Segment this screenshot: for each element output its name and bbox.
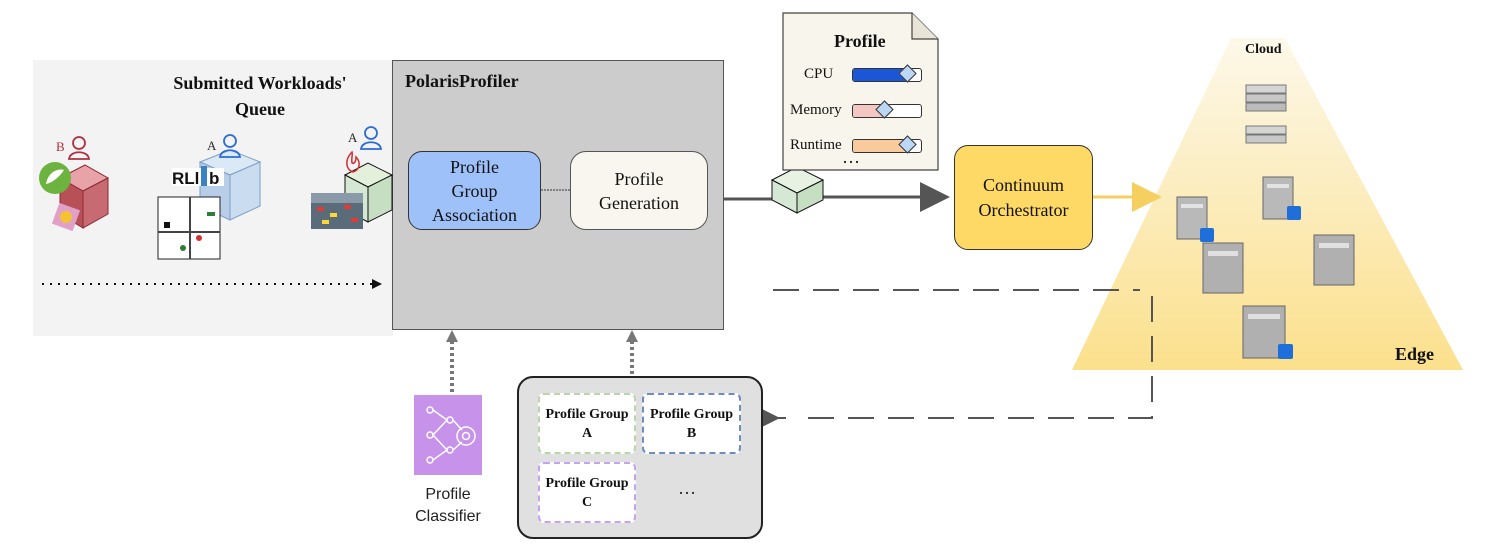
profile-group-b: Profile Group B [642,393,741,454]
generation-line-1: Profile [614,168,664,189]
association-line-2: Group [451,180,498,201]
person-icon [67,136,91,160]
edge-server-3 [1202,242,1244,294]
generation-line-2: Generation [599,192,679,213]
runtime-bar-fill [853,140,907,152]
association-line-1: Profile [450,156,499,177]
orchestrator-line-1: Continuum [982,174,1064,195]
group-c-line2: C [581,494,593,510]
profile-generation-box: Profile Generation [570,151,708,230]
queue-title: Submitted Workloads' Queue [140,70,380,122]
neural-network-gear-icon [414,395,482,475]
group-b-line1: Profile Group [649,406,734,422]
runtime-label: Runtime [790,137,842,153]
group-b-line2: B [686,425,697,441]
orchestrator-line-2: Orchestrator [978,199,1069,220]
classifier-arrow-head [446,330,458,342]
group-a-line1: Profile Group [545,406,629,422]
profile-group-c: Profile Group C [538,462,636,523]
group-a-line2: A [581,425,593,441]
profiled-workload-cube [770,166,825,214]
profile-document [782,12,939,171]
edge-server-1 [1176,196,1214,242]
cloud-server-rack-1 [1245,84,1287,112]
queue-arrow-head [372,279,382,289]
profile-group-a: Profile Group A [538,393,636,454]
queue-title-line2: Queue [234,99,285,119]
continuum-orchestrator-box: Continuum Orchestrator [954,145,1093,250]
profile-doc-title: Profile [834,31,886,51]
profile-doc-ellipsis: … [842,147,860,167]
flame-icon [346,150,360,173]
profile-group-association-box: Profile Group Association [408,151,541,230]
feedback-line-return [795,296,1153,419]
person-icon [359,126,383,150]
cloud-label: Cloud [1245,42,1282,57]
edge-server-4 [1313,234,1355,286]
association-line-3: Association [432,204,517,225]
user-a-label-2: A [348,130,358,145]
queue-title-line1: Submitted Workloads' [173,73,347,93]
profile-classifier-label: Profile Classifier [398,484,498,528]
person-icon [218,134,242,158]
rllib-logo: RLl b [172,166,224,188]
cpu-label: CPU [804,66,834,82]
edge-label: Edge [1395,344,1435,364]
memory-label: Memory [790,102,842,118]
edge-server-5 [1242,305,1293,359]
cpu-bar-fill [853,69,907,81]
user-b-label: B [56,139,65,154]
groups-arrow-head [626,330,638,342]
classifier-line-2: Classifier [415,508,481,525]
profile-groups-ellipsis: … [678,478,696,498]
user-a-label-1: A [207,138,217,153]
traffic-video-image [311,193,363,229]
cloud-server-rack-2 [1245,125,1287,144]
profiler-title: PolarisProfiler [405,71,519,91]
rllib-b-text: b [209,169,219,188]
edge-server-2 [1262,176,1301,220]
group-c-line1: Profile Group [545,475,629,491]
spring-logo-icon [39,162,71,194]
traffic-map-image [157,196,221,260]
rllib-text: RLl [172,169,199,188]
gear-colorful-icon [51,202,81,232]
classifier-line-1: Profile [425,486,471,503]
